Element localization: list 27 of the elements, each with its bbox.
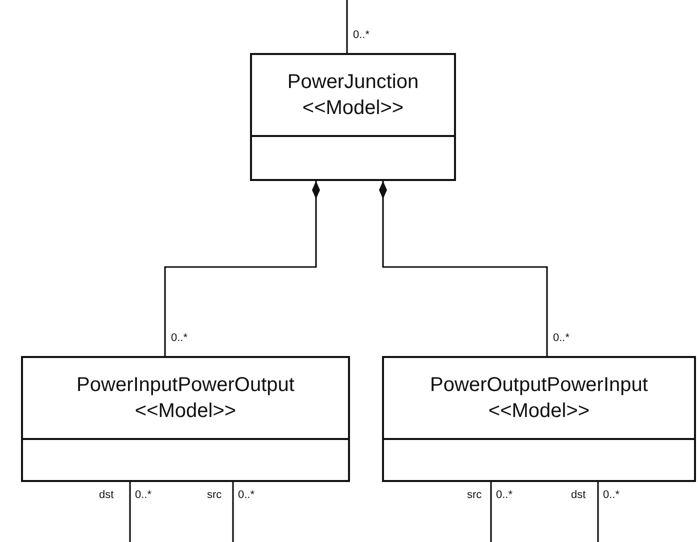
association-line	[346, 0, 348, 53]
association-line	[490, 482, 492, 542]
stereotype-label: <<Model>>	[302, 97, 404, 119]
stereotype-label: <<Model>>	[488, 400, 590, 422]
multiplicity-label: 0..*	[171, 333, 188, 344]
class-name: PowerInputPowerOutput	[76, 374, 294, 396]
association-line	[129, 482, 131, 542]
multiplicity-label: 0..*	[238, 490, 255, 501]
class-box	[21, 356, 350, 482]
class-name: PowerJunction	[287, 71, 419, 93]
role-label: dst	[571, 490, 586, 501]
class-name: PowerOutputPowerInput	[430, 374, 648, 396]
association-line	[232, 482, 234, 542]
class-box	[382, 356, 696, 482]
multiplicity-label: 0..*	[553, 333, 570, 344]
role-label: src	[467, 490, 482, 501]
stereotype-label: <<Model>>	[134, 400, 236, 422]
composition-line	[164, 181, 320, 356]
role-label: dst	[99, 490, 114, 501]
composition-line	[379, 181, 548, 356]
multiplicity-label: 0..*	[603, 490, 620, 501]
multiplicity-label: 0..*	[496, 490, 513, 501]
multiplicity-label: 0..*	[135, 490, 152, 501]
multiplicity-label: 0..*	[353, 30, 370, 41]
role-label: src	[207, 490, 222, 501]
association-line	[597, 482, 599, 542]
class-box	[250, 53, 456, 181]
